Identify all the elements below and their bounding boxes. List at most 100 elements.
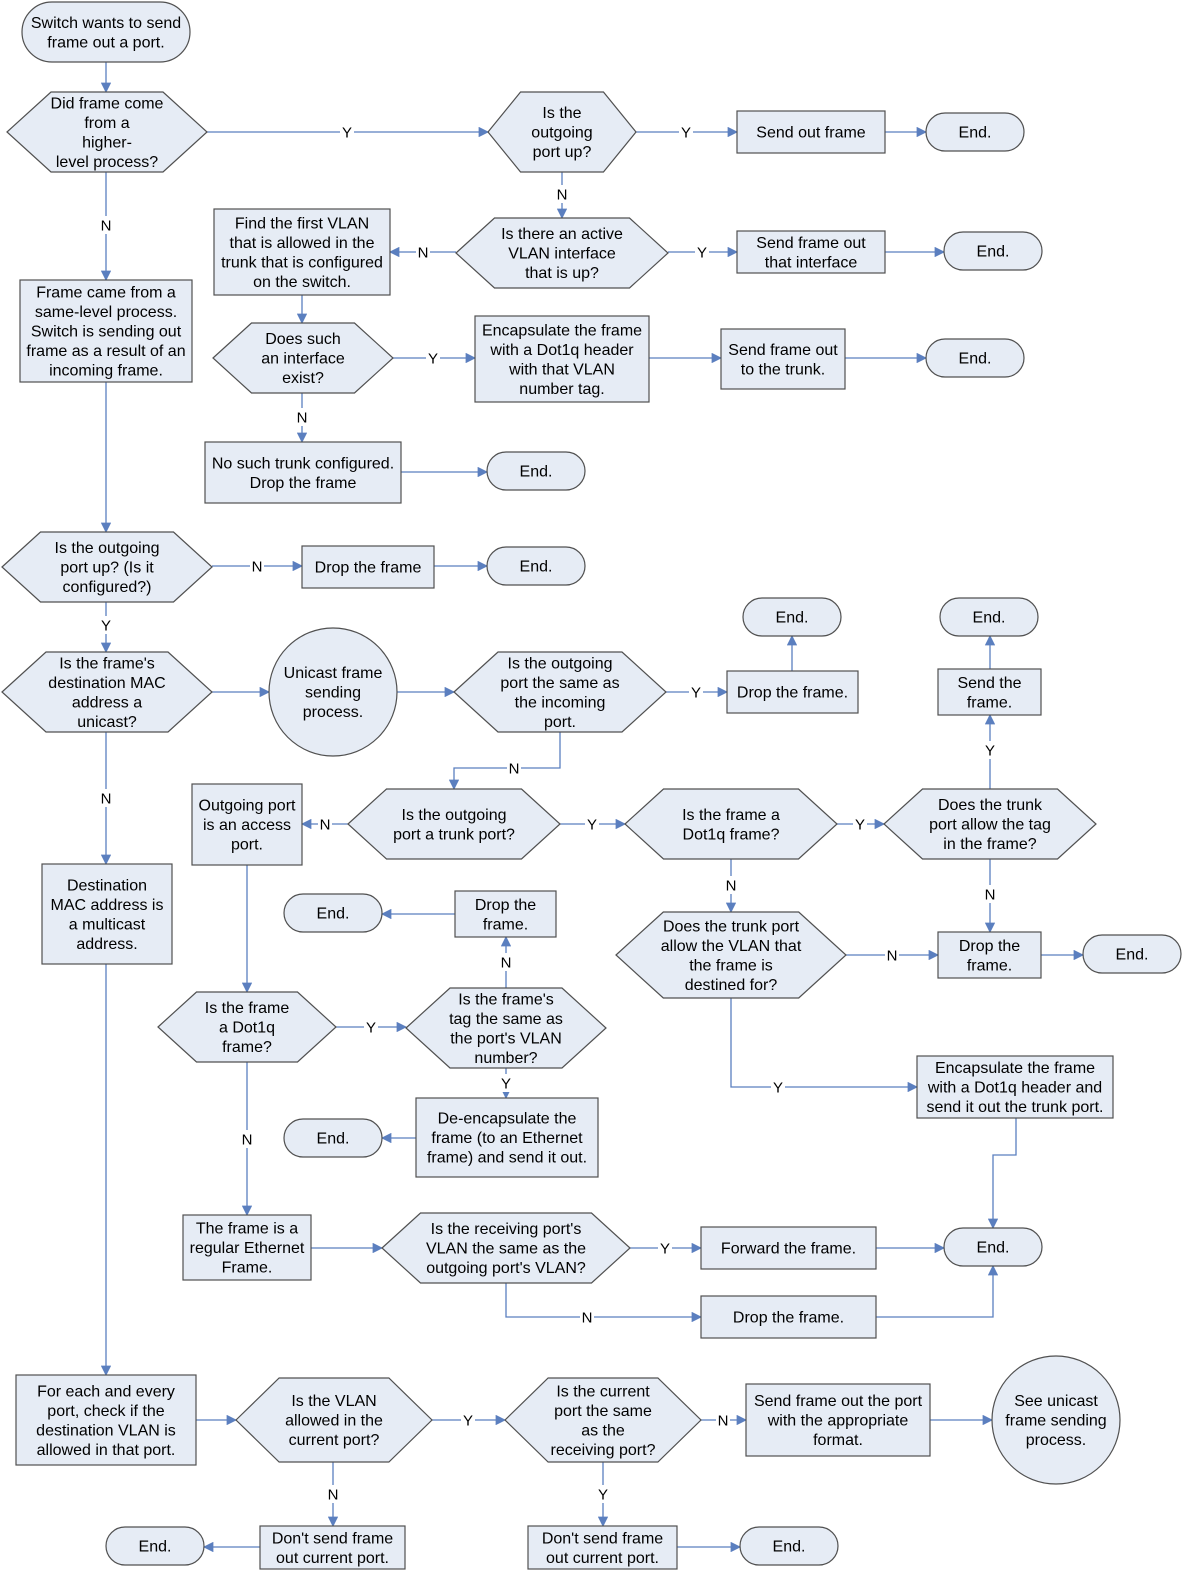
node-shape: [259, 1525, 406, 1570]
node-label: End.: [773, 1539, 806, 1556]
edge-label-bg: [983, 741, 997, 759]
edge-label-no: N: [557, 187, 568, 204]
edge-label-bg: [364, 1018, 378, 1036]
node-end-12: End.: [105, 1526, 205, 1566]
edge-label-yes: Y: [342, 125, 352, 142]
edge-label-no: N: [297, 410, 308, 427]
node-shape: [487, 91, 637, 173]
node-end-11: End.: [943, 1227, 1043, 1267]
edge-label-yes: Y: [697, 245, 707, 262]
node-shape: [916, 1055, 1114, 1119]
node-shape: [991, 1355, 1121, 1485]
edge-label-yes: Y: [428, 351, 438, 368]
edge-label-bg: [679, 123, 693, 141]
edge-label-yes: Y: [598, 1487, 608, 1504]
edge-label-no: N: [418, 245, 429, 262]
edge-label-yes: Y: [681, 125, 691, 142]
node-forward: Forward the frame.: [700, 1226, 877, 1270]
node-shape: [283, 893, 383, 933]
node-shape: [474, 315, 650, 403]
node-label: End.: [139, 1539, 172, 1556]
edge-label-bg: [596, 1485, 610, 1503]
edge-label-bg: [99, 216, 113, 234]
node-shape: [301, 545, 435, 589]
edge-label-bg: [983, 885, 997, 903]
node-shape: [925, 112, 1025, 152]
node-shape: [527, 1525, 678, 1570]
node-shape: [925, 338, 1025, 378]
edge-label-bg: [885, 946, 899, 964]
node-end-9: End.: [1082, 934, 1182, 974]
node-shape: [700, 1295, 877, 1339]
edge-label-no: N: [320, 817, 331, 834]
node-shape: [742, 597, 842, 637]
node-label: End.: [977, 1240, 1010, 1257]
node-end-8: End.: [283, 893, 383, 933]
node-shape: [1, 531, 213, 603]
node-send-out-frame: Send out frame: [736, 110, 886, 154]
node-shape: [615, 911, 847, 999]
edge-label-yes: Y: [366, 1020, 376, 1037]
node-shape: [937, 668, 1042, 716]
edge-label-bg: [99, 789, 113, 807]
node-shape: [726, 670, 859, 714]
edge-label-bg: [724, 876, 738, 894]
edge-label-bg: [416, 243, 430, 261]
node-shape: [235, 1377, 433, 1463]
edge-label-yes: Y: [855, 817, 865, 834]
node-shape: [736, 230, 886, 274]
edge-label-no: N: [252, 559, 263, 576]
node-shape: [486, 451, 586, 491]
node-shape: [624, 788, 838, 860]
node-label: End.: [317, 1131, 350, 1148]
edge-arrow: [730, 998, 919, 1093]
edge-label-bg: [295, 408, 309, 426]
edge-label-no: N: [985, 887, 996, 904]
edge-label-bg: [340, 123, 354, 141]
node-shape: [283, 1118, 383, 1158]
edge-label-yes: Y: [463, 1413, 473, 1430]
node-shape: [347, 788, 561, 860]
node-end-6: End.: [742, 597, 842, 637]
node-shape: [1, 651, 213, 733]
node-shape: [455, 217, 669, 289]
node-label: End.: [520, 464, 553, 481]
node-shape: [745, 1383, 931, 1457]
node-shape: [157, 991, 337, 1063]
edge-arrow: [876, 1264, 999, 1318]
